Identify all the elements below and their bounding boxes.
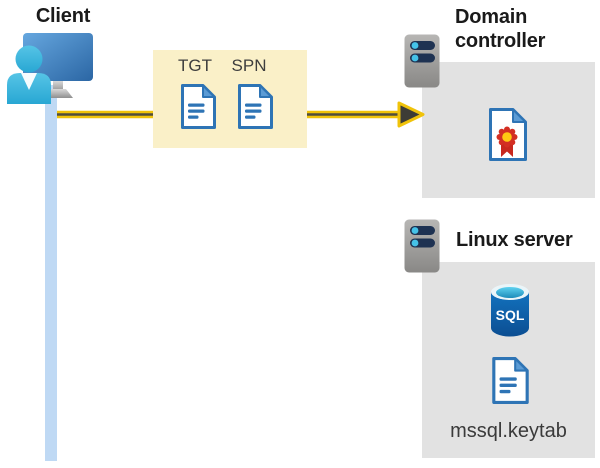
spn-document-icon <box>238 84 273 129</box>
client-computer-icon <box>7 33 93 104</box>
domain-controller-label: Domain controller <box>455 6 546 52</box>
certificate-icon <box>489 108 527 161</box>
sql-database-icon: SQL <box>491 284 529 337</box>
linux-server-icon <box>404 219 440 273</box>
user-icon <box>7 45 51 104</box>
ticket-box: TGT SPN <box>153 50 307 148</box>
client-label: Client <box>35 5 91 27</box>
keytab-filename-label: mssql.keytab <box>450 420 567 442</box>
domain-controller-server-icon <box>404 34 440 88</box>
sql-icon-label: SQL <box>496 307 525 323</box>
keytab-document-icon <box>492 357 529 404</box>
client-connection-line <box>45 85 57 461</box>
linux-server-label: Linux server <box>456 229 573 251</box>
monitor-icon <box>23 33 93 81</box>
monitor-stand-neck <box>53 81 63 92</box>
spn-label: SPN <box>231 56 267 75</box>
tgt-document-icon <box>181 84 216 129</box>
tgt-label: TGT <box>178 56 212 75</box>
monitor-stand-base <box>45 89 73 98</box>
arrowhead <box>397 101 425 128</box>
